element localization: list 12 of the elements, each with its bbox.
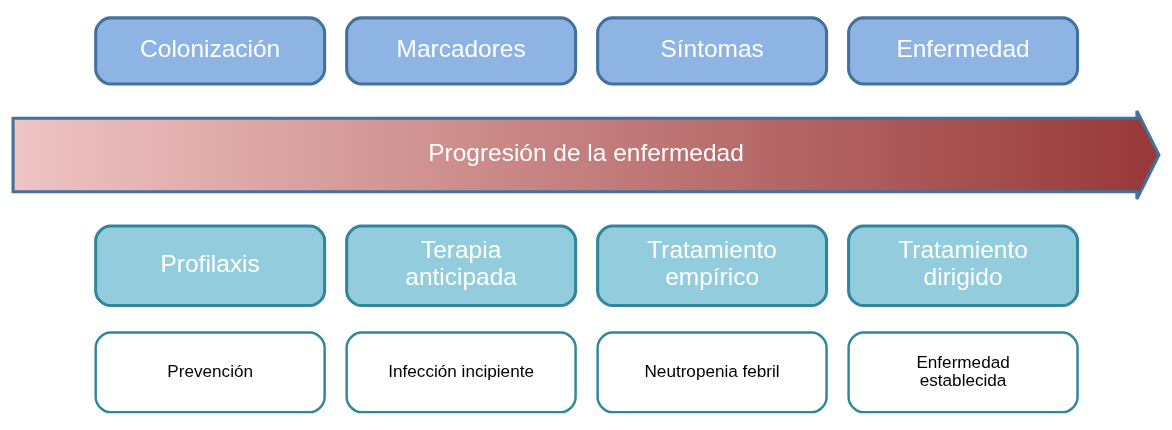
node-box: Colonización (94, 16, 327, 86)
node-box: Síntomas (596, 16, 829, 86)
node-box: Enfermedad (847, 16, 1080, 86)
node-box: Prevención (94, 331, 326, 414)
node-box: Tratamiento dirigido (847, 224, 1080, 308)
node-box: Enfermedad establecida (847, 331, 1079, 414)
node-box: Profilaxis (94, 224, 327, 308)
node-box: Terapia anticipada (345, 224, 578, 308)
node-box: Marcadores (345, 16, 578, 86)
node-box: Infección incipiente (345, 331, 577, 414)
node-box: Neutropenia febril (596, 331, 828, 414)
node-box: Tratamiento empírico (596, 224, 829, 308)
